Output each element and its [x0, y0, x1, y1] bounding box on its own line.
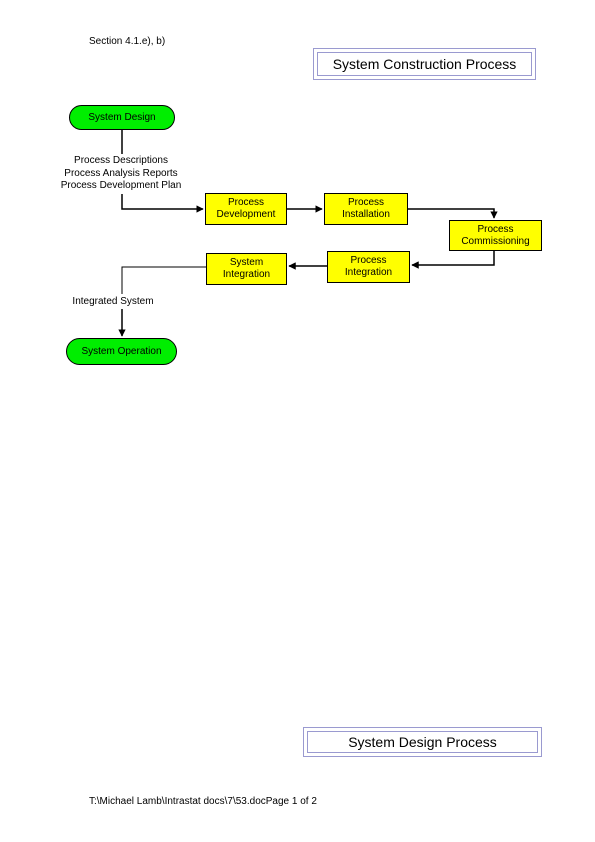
diagram-title-text: System Construction Process — [332, 56, 517, 72]
process-commissioning-box: Process Commissioning — [449, 220, 542, 251]
footer-title-text: System Design Process — [348, 734, 497, 750]
connector-installation-to-commissioning — [408, 208, 498, 219]
process-installation-box: Process Installation — [324, 193, 408, 225]
section-reference: Section 4.1.e), b) — [89, 36, 166, 47]
process-integration-box: Process Integration — [327, 251, 410, 283]
terminal-system-design: System Design — [69, 105, 175, 130]
design-outputs-label: Process Descriptions Process Analysis Re… — [45, 155, 197, 193]
output-process-analysis-reports: Process Analysis Reports — [64, 167, 178, 179]
output-process-descriptions: Process Descriptions — [74, 155, 168, 166]
output-process-development-plan: Process Development Plan — [60, 180, 182, 191]
integrated-system-label: Integrated System — [72, 296, 154, 307]
connector-system-integration-to-output — [121, 266, 206, 294]
connector-commissioning-to-integration — [411, 251, 495, 269]
connector-outputs-to-development — [121, 194, 204, 213]
terminal-system-operation: System Operation — [66, 338, 177, 365]
footer-title: System Design Process — [303, 727, 542, 757]
footer-file-path: T:\Michael Lamb\Intrastat docs\7\53.docP… — [89, 796, 317, 807]
system-integration-box: System Integration — [206, 253, 287, 285]
diagram-title: System Construction Process — [313, 48, 536, 80]
process-development-box: Process Development — [205, 193, 287, 225]
